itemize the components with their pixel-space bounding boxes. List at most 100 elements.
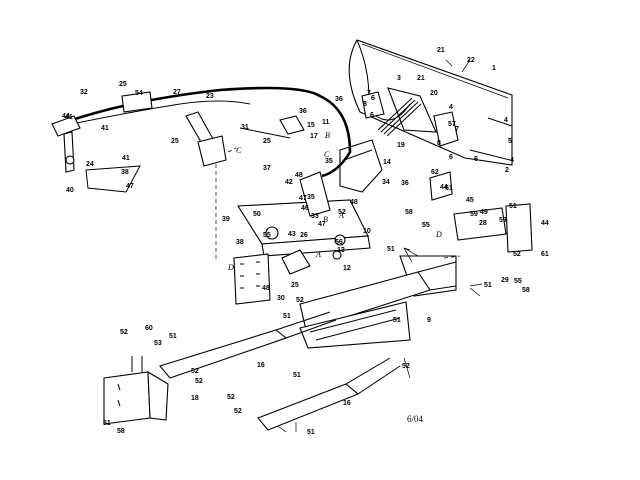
callout: 38 [121, 169, 129, 176]
callout: 50 [253, 211, 261, 218]
callout: 4 [510, 157, 514, 164]
reference-letter: A [315, 250, 321, 259]
callout: 52 [195, 378, 203, 385]
callout: 51 [283, 313, 291, 320]
reference-letter: B [325, 131, 330, 140]
callout: 25 [263, 138, 271, 145]
reference-letter: C [236, 146, 242, 155]
callout: 56 [335, 239, 343, 246]
callout: 1 [492, 65, 496, 72]
reference-letters: A A B B C C D D [227, 131, 442, 272]
callout: 11 [322, 119, 330, 126]
control-cable [51, 86, 352, 193]
callout: 6 [371, 95, 375, 102]
callout: 48 [295, 172, 303, 179]
callout: 9 [427, 317, 431, 324]
callout: 36 [401, 180, 409, 187]
callout: 35 [325, 158, 333, 165]
callout: 27 [173, 89, 181, 96]
callout: 34 [382, 179, 390, 186]
callout: 31 [241, 124, 249, 131]
callout: 52 [338, 209, 346, 216]
leader-lines [215, 59, 483, 433]
callout: 22 [467, 57, 475, 64]
callout: 35 [307, 194, 315, 201]
date-code: 6/04 [407, 414, 424, 424]
callout: 51 [387, 246, 395, 253]
callout: 51 [169, 333, 177, 340]
hitch-bracket [103, 356, 169, 425]
callout: 48 [350, 199, 358, 206]
callout: 18 [191, 395, 199, 402]
callout: 60 [145, 325, 153, 332]
callout: 8 [437, 140, 441, 147]
lift-lever [185, 111, 305, 167]
callout: 7 [455, 126, 459, 133]
callout: 54 [135, 90, 143, 97]
callout: 39 [222, 216, 230, 223]
reference-letter: D [227, 263, 234, 272]
callout: 41 [101, 125, 109, 132]
push-frame [299, 255, 457, 349]
callout: 13 [337, 247, 345, 254]
callout: 5 [508, 138, 512, 145]
callout: 52 [227, 394, 235, 401]
callout: 21 [437, 47, 445, 54]
callout: 36 [299, 108, 307, 115]
callout: 44 [541, 220, 549, 227]
callout: 55 [263, 232, 271, 239]
callout: 47 [126, 183, 134, 190]
callout: 33 [311, 213, 319, 220]
callout: 52 [402, 363, 410, 370]
callout: 17 [310, 133, 318, 140]
callout: 23 [206, 93, 214, 100]
callout: 51 [103, 420, 111, 427]
callout: 51 [484, 282, 492, 289]
callout: 16 [343, 400, 351, 407]
callout: 19 [397, 142, 405, 149]
callout: 57 [448, 121, 456, 128]
callout: 32 [80, 89, 88, 96]
callout: 6 [370, 112, 374, 119]
callout: 8 [363, 101, 367, 108]
callout: 38 [236, 239, 244, 246]
callout: 12 [343, 265, 351, 272]
callout: 20 [430, 90, 438, 97]
callout: 52 [296, 297, 304, 304]
callout: 55 [514, 278, 522, 285]
mount-bracket-left [233, 253, 271, 305]
callout: 51 [393, 317, 401, 324]
callout: 55 [422, 222, 430, 229]
mount-bracket-right [429, 171, 533, 253]
callout: 51 [307, 429, 315, 436]
callout: 25 [291, 282, 299, 289]
callout: 29 [501, 277, 509, 284]
plow-blade [348, 39, 513, 166]
callout: 4 [449, 104, 453, 111]
callout: 40 [66, 187, 74, 194]
callout: 44 [62, 113, 70, 120]
callout: 52 [513, 251, 521, 258]
reference-letter: C [324, 150, 330, 159]
callout: 4 [504, 117, 508, 124]
callout: 24 [86, 161, 94, 168]
callout: 30 [277, 295, 285, 302]
callout: 51 [509, 203, 517, 210]
callout: 16 [257, 362, 265, 369]
callout: 58 [522, 287, 530, 294]
callout: 49 [480, 209, 488, 216]
callout: 62 [431, 169, 439, 176]
callout: 61 [541, 251, 549, 258]
callout: 59 [499, 217, 507, 224]
pivot-frame [237, 171, 371, 275]
callout: 2 [505, 167, 509, 174]
callout: 25 [119, 81, 127, 88]
callout: 7 [367, 90, 371, 97]
callout: 44 [440, 184, 448, 191]
callout: 61 [445, 185, 453, 192]
callout: 37 [263, 165, 271, 172]
callout: 25 [171, 138, 179, 145]
callout: 52 [191, 368, 199, 375]
callout: 6 [449, 154, 453, 161]
